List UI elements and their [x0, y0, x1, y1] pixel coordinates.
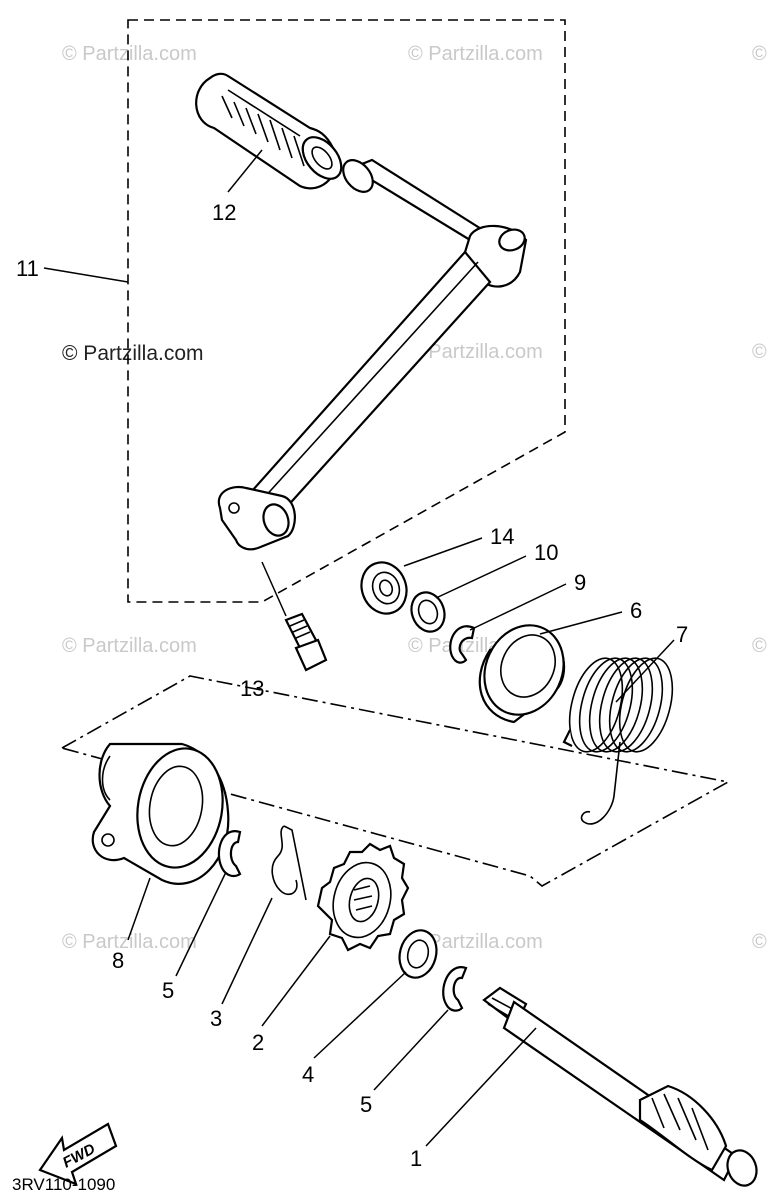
part-5-clip-upper — [217, 830, 242, 878]
part-2-gear — [316, 842, 410, 952]
part-11-kick-crank — [217, 158, 528, 551]
callout-13: 13 — [240, 676, 264, 701]
callout-1: 1 — [410, 1146, 422, 1171]
watermark-11: © — [752, 931, 767, 953]
callout-12: 12 — [212, 200, 236, 225]
part-9-circlip — [449, 625, 476, 664]
callout-4: 4 — [302, 1062, 314, 1087]
part-3-spring-clip — [271, 825, 307, 901]
watermark-5: © — [752, 341, 767, 363]
assembly-11-dashed-outline — [127, 19, 566, 603]
part-12-kick-grip — [195, 72, 343, 190]
callout-9: 9 — [574, 570, 586, 595]
callouts: 11 12 14 10 9 6 7 13 8 5 3 2 4 5 1 — [16, 200, 688, 1171]
shaft-alignment-line — [61, 675, 731, 887]
part-10-washer — [410, 591, 446, 633]
watermark-10: © Partzilla.com — [408, 931, 543, 953]
part-13-bolt — [261, 561, 328, 672]
watermark-1: © Partzilla.com — [62, 43, 197, 65]
callout-8: 8 — [112, 948, 124, 973]
callout-2: 2 — [252, 1030, 264, 1055]
callout-14: 14 — [490, 524, 514, 549]
watermark-main: © Partzilla.com — [62, 342, 204, 365]
part-5-clip-lower — [442, 966, 468, 1012]
callout-7: 7 — [676, 622, 688, 647]
watermark-4: © Partzilla.com — [408, 341, 543, 363]
watermarks: © Partzilla.com © Partzilla.com © © Part… — [62, 43, 767, 953]
diagram-code: 3RV110-1090 — [12, 1175, 115, 1194]
leader-lines — [43, 149, 675, 1147]
callout-3: 3 — [210, 1006, 222, 1031]
callout-5-upper: 5 — [162, 978, 174, 1003]
callout-6: 6 — [630, 598, 642, 623]
watermark-2: © Partzilla.com — [408, 43, 543, 65]
callout-10: 10 — [534, 540, 558, 565]
callout-11: 11 — [16, 256, 39, 281]
part-1-kick-axle — [482, 986, 758, 1187]
part-7-torsion-spring — [562, 657, 674, 825]
part-8-guide — [91, 742, 230, 885]
part-14-bearing — [360, 561, 408, 615]
callout-5-lower: 5 — [360, 1092, 372, 1117]
part-6-spring-cover — [478, 624, 566, 724]
watermark-9: © Partzilla.com — [62, 931, 197, 953]
watermark-6: © Partzilla.com — [62, 635, 197, 657]
watermark-3: © — [752, 43, 767, 65]
watermark-8: © — [752, 635, 767, 657]
part-4-washer — [398, 929, 438, 979]
